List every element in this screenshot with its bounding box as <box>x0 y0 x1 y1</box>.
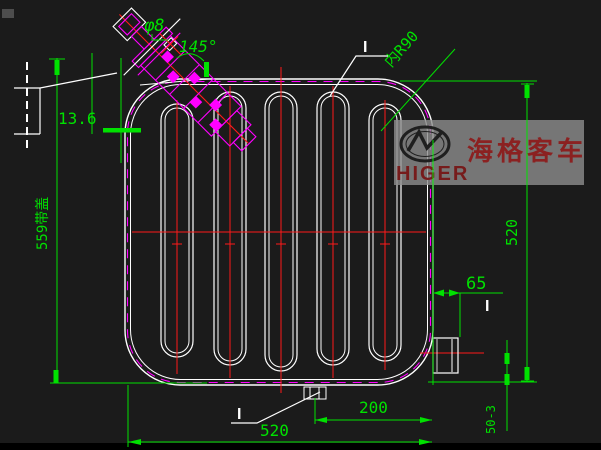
higer-logo: HIGER 海格客车 <box>394 120 587 185</box>
dim-label-520-right: 520 <box>503 219 521 246</box>
higer-emblem-icon <box>399 125 451 163</box>
screen-artifact <box>2 9 14 18</box>
dim-label-145: 145° <box>179 37 218 56</box>
dim-65: 65 <box>433 274 503 337</box>
section-mark-bottom: I <box>231 391 321 424</box>
dim-phi8: φ8 <box>144 16 168 41</box>
dim-label-65: 65 <box>466 274 486 294</box>
section-label-right: I <box>485 298 489 315</box>
dim-559-with-cover: 559带盖 <box>35 58 65 383</box>
dim-145deg: 145° <box>176 37 218 77</box>
dim-label-200: 200 <box>359 398 388 417</box>
dim-520-bottom: 520 <box>50 382 432 447</box>
section-cut-left <box>14 62 118 152</box>
dim-50-3: 50-3 <box>484 340 510 434</box>
section-label-bottom: I <box>237 406 241 423</box>
bottom-strip <box>0 443 601 450</box>
section-mark-top: I <box>329 39 388 97</box>
logo-background <box>394 120 584 185</box>
logo-text-cn: 海格客车 <box>467 136 587 167</box>
section-marks: I I I <box>14 39 489 424</box>
dim-label-50-3: 50-3 <box>484 405 498 434</box>
filler-assembly <box>112 7 257 152</box>
logo-text-en: HIGER <box>396 163 469 185</box>
dim-label-phi8: φ8 <box>144 16 164 36</box>
dim-label-559: 559带盖 <box>35 197 51 250</box>
centerlines <box>132 67 484 393</box>
section-label-top: I <box>363 39 367 56</box>
dim-label-13-6: 13.6 <box>58 109 97 128</box>
dim-520-right: 520 <box>400 80 537 385</box>
dim-label-520-bottom: 520 <box>260 421 289 440</box>
filler-bolt <box>159 33 182 56</box>
dim-200: 200 <box>314 398 432 424</box>
dim-13-6: 13.6 <box>58 53 141 163</box>
